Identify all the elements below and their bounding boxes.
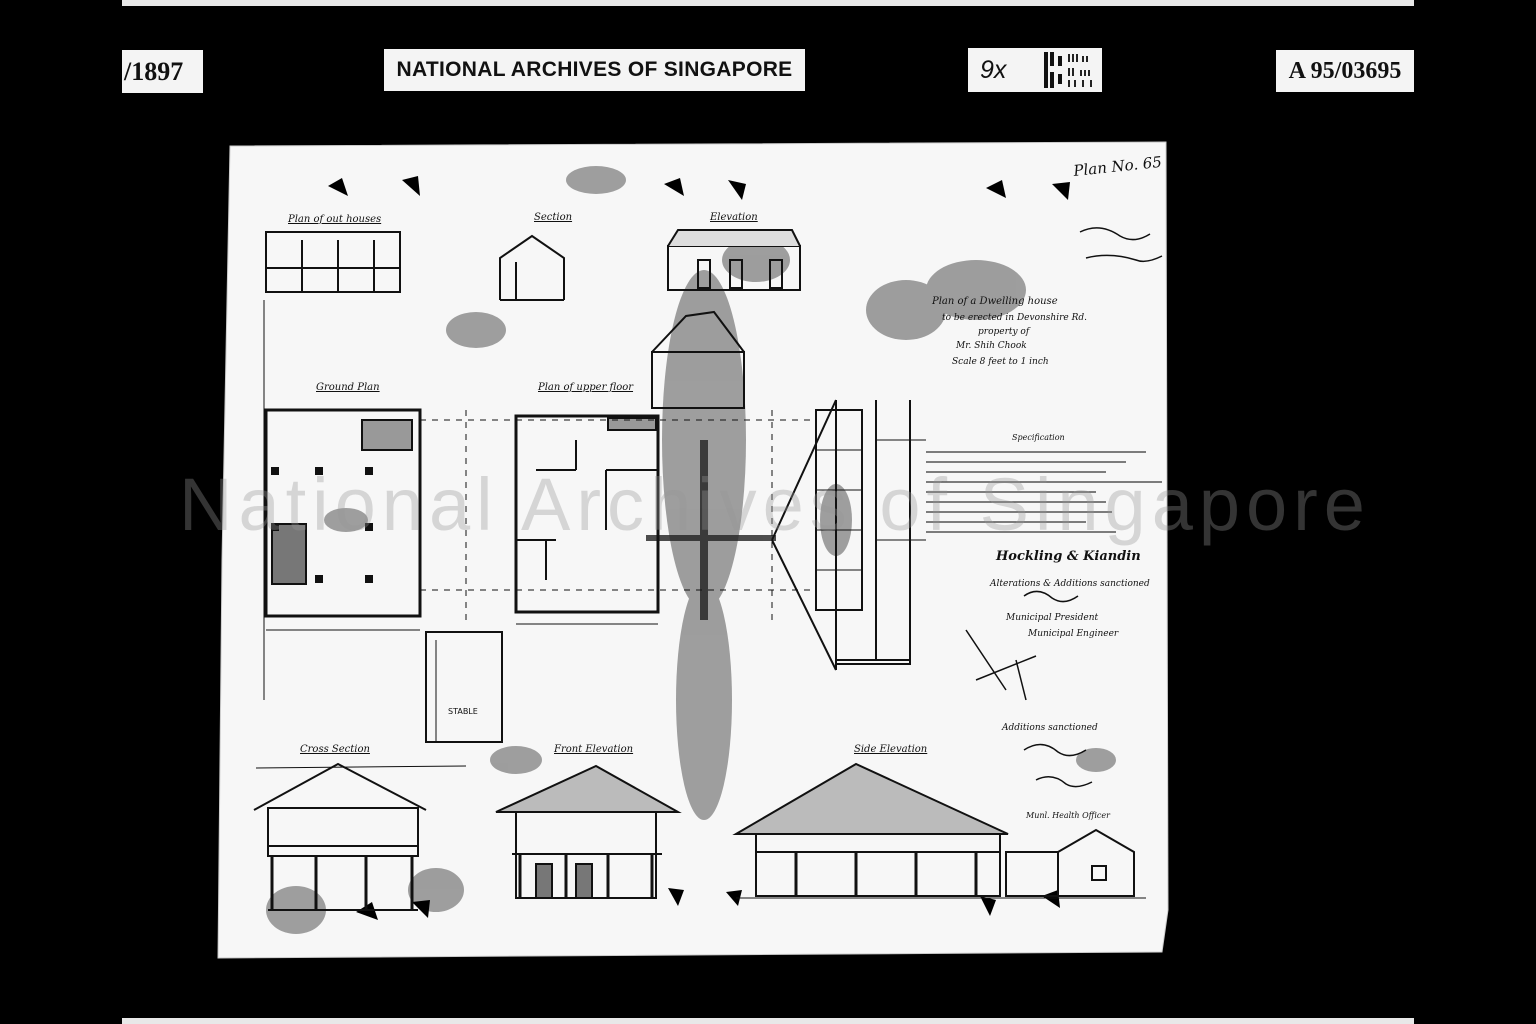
- specification-heading: Specification: [1012, 433, 1065, 442]
- reference-number-label: A 95/03695: [1276, 50, 1414, 92]
- signature-scribbles: [965, 227, 1163, 788]
- label-ground-plan: Ground Plan: [316, 382, 380, 393]
- top-frame-rule: [122, 0, 1414, 6]
- approval-engineer: Municipal Engineer: [1027, 629, 1119, 639]
- approval-health-officer: Munl. Health Officer: [1025, 811, 1111, 820]
- label-side-elevation: Side Elevation: [854, 744, 927, 755]
- label-upper-floor-plan: Plan of upper floor: [537, 382, 634, 393]
- stain-marks: [266, 166, 1116, 934]
- approval-additions: Additions sanctioned: [1001, 723, 1098, 733]
- label-stable: STABLE: [448, 707, 478, 716]
- title-line-1: Plan of a Dwelling house: [931, 296, 1058, 307]
- resolution-target-icon: [1042, 50, 1100, 90]
- architectural-drawing-sheet: Plan of out houses Section Elevation Gro…: [216, 140, 1170, 962]
- title-line-4: Mr. Shih Chook: [955, 341, 1027, 351]
- mounting-corner-marks: [328, 176, 1070, 920]
- title-line-3: property of: [978, 327, 1031, 337]
- approval-president: Municipal President: [1005, 613, 1099, 623]
- label-plan-out-houses: Plan of out houses: [287, 214, 381, 225]
- specification-text-lines: [926, 451, 1162, 533]
- label-cross-section: Cross Section: [300, 744, 370, 755]
- drawing-svg: Plan of out houses Section Elevation Gro…: [217, 141, 1169, 959]
- title-scale: Scale 8 feet to 1 inch: [952, 357, 1049, 367]
- approval-firm: Hockling & Kiandin: [995, 549, 1141, 564]
- year-label: /1897: [122, 50, 203, 93]
- label-section: Section: [534, 212, 572, 223]
- archive-name-label: NATIONAL ARCHIVES OF SINGAPORE: [384, 49, 805, 91]
- title-line-2: to be erected in Devonshire Rd.: [942, 313, 1087, 323]
- reduction-ratio-text: 9x: [980, 55, 1007, 84]
- label-front-elevation: Front Elevation: [553, 744, 633, 755]
- label-elevation: Elevation: [709, 212, 758, 223]
- bottom-frame-rule: [122, 1018, 1414, 1024]
- approval-alterations: Alterations & Additions sanctioned: [989, 579, 1150, 589]
